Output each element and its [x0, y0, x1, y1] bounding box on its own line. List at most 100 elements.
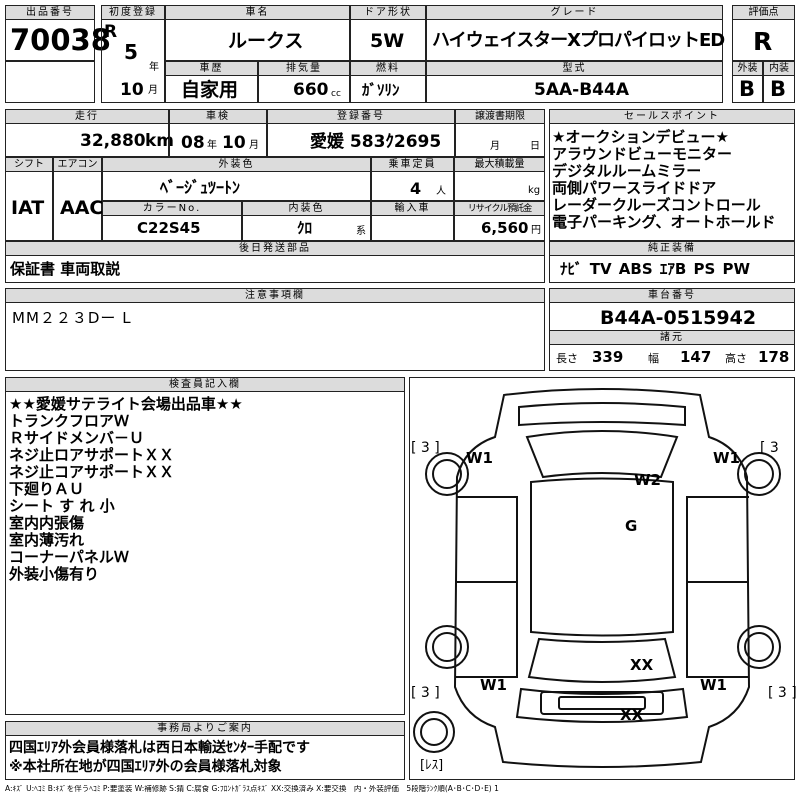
damage-mark: W1 — [466, 449, 493, 467]
inspector-label: 検査員記入欄 — [5, 377, 405, 392]
car-name-label: 車名 — [165, 5, 350, 20]
interior-color-suffix: 系 — [356, 226, 366, 237]
int-grade: B — [770, 77, 787, 101]
inspector-line: Ｒサイドメンバ－Ｕ — [9, 429, 145, 447]
wheel-front-right — [737, 452, 781, 496]
damage-mark: W1 — [700, 676, 727, 694]
mileage-unit: km — [145, 131, 175, 151]
color-no: C22S45 — [137, 219, 201, 237]
interior-color: ｸﾛ — [297, 219, 313, 237]
length-label: 長さ — [556, 352, 578, 365]
eval-label: 評価点 — [732, 5, 795, 20]
grade: ハイウェイスターXプロパイロットED — [432, 30, 725, 51]
rear-window — [527, 637, 677, 683]
sales-point: 電子パーキング、オートホールド — [552, 213, 776, 231]
spare-tire-note: [ﾚｽ] — [420, 758, 444, 773]
inspection-month: 10 — [222, 133, 246, 153]
spare-wheel — [413, 711, 455, 753]
color-no-label: カラーNo. — [102, 201, 242, 216]
history-label: 車歴 — [165, 61, 258, 76]
tire-depth: [ 3 ] — [768, 685, 797, 701]
inspector-line: トランクフロアＷ — [9, 412, 130, 430]
wheel-rear-left — [425, 625, 469, 669]
notes: MM２２３Dー L — [12, 309, 132, 327]
era: R — [104, 22, 118, 42]
displacement: 660 — [293, 80, 329, 100]
sales-point: アラウンドビューモニター — [552, 145, 733, 163]
damage-mark: G — [625, 517, 638, 535]
fuel-label: 燃料 — [350, 61, 426, 76]
inspection-year: 08 — [181, 133, 205, 153]
shipping-items: 保証書 車両取説 — [10, 260, 121, 278]
inspector-line: コーナーパネルＷ — [9, 548, 129, 566]
office-label: 事務局よりご案内 — [5, 721, 405, 736]
interior-color-label: 内装色 — [242, 201, 371, 216]
sales-point: 両側パワースライドドア — [552, 179, 717, 197]
wheel-front-left — [425, 452, 469, 496]
model-code: 5AA-B44A — [534, 80, 629, 100]
wheels — [413, 452, 781, 753]
capacity-unit: 人 — [436, 186, 446, 197]
reg-year: 5 — [124, 40, 138, 64]
wheel-rear-right — [737, 625, 781, 669]
color-label: 外装色 — [102, 157, 371, 172]
inspector-line: 室内薄汚れ — [9, 531, 85, 549]
inspector-line: ネジ止コアサポートＸＸ — [9, 463, 175, 481]
tire-depth: [ 3 ] — [411, 440, 440, 456]
ext-label: 外装 — [732, 61, 763, 76]
windshield — [525, 430, 679, 479]
chassis-label: 車台番号 — [549, 288, 795, 303]
sales-point: デジタルルームミラー — [552, 162, 702, 180]
blank-cell — [5, 61, 95, 103]
inspection-month-unit: 月 — [249, 140, 259, 151]
capacity: 4 — [410, 179, 422, 198]
load-label: 最大積載量 — [454, 157, 545, 172]
office-line: ※本社所在地が四国ｴﾘｱ外の会員様落札対象 — [9, 759, 282, 775]
transfer-day-unit: 日 — [530, 141, 540, 152]
chassis-number: B44A-0515942 — [600, 307, 757, 329]
inspection-year-unit: 年 — [207, 140, 217, 151]
damage-mark: W1 — [480, 676, 507, 694]
import-label: 輸入車 — [371, 201, 454, 216]
inspector-notes: ★★愛媛サテライト会場出品車★★ トランクフロアＷ Ｒサイドメンバ－Ｕ ネジ止ロ… — [9, 396, 243, 583]
damage-mark: XX — [630, 656, 654, 674]
sales-points-list: ★オークションデビュー★ アラウンドビューモニター デジタルルームミラー 両側パ… — [552, 129, 776, 231]
first-reg-label: 初度登録 — [101, 5, 165, 20]
ext-grade: B — [739, 77, 756, 101]
legend: A:ｷｽﾞ U:ﾍｺﾐ B:ｷｽﾞを伴うﾍｺﾐ P:要塗装 W:補修跡 S:錆 … — [5, 785, 499, 793]
transfer-label: 譲渡書期限 — [455, 109, 545, 124]
height-label: 高さ — [725, 352, 747, 365]
inspector-line: シート す れ 小 — [9, 497, 115, 515]
shift-label: シフト — [5, 157, 53, 172]
lot-number-label: 出品番号 — [5, 5, 95, 20]
office-line: 四国ｴﾘｱ外会員様落札は西日本輸送ｾﾝﾀｰ手配です — [9, 740, 310, 756]
inspector-line: ネジ止ロアサポートＸＸ — [9, 446, 175, 464]
length: 339 — [592, 348, 624, 366]
aircon-label: エアコン — [53, 157, 102, 172]
width: 147 — [680, 348, 712, 366]
inspector-line: 室内内張傷 — [9, 514, 85, 532]
fuel: ｶﾞｿﾘﾝ — [362, 81, 400, 99]
transfer-month-unit: 月 — [490, 141, 500, 152]
damage-mark: W2 — [634, 471, 661, 489]
door-label: ドア形状 — [350, 5, 426, 20]
recycle-unit: 円 — [531, 225, 541, 236]
recycle-fee: 6,560 — [481, 219, 529, 237]
sales-points-label: セールスポイント — [549, 109, 795, 124]
notes-label: 注意事項欄 — [5, 288, 545, 303]
door-type: 5W — [370, 30, 405, 52]
history: 自家用 — [181, 79, 239, 101]
model-label: 型式 — [426, 61, 723, 76]
shift: IAT — [11, 197, 45, 219]
body-outline — [453, 388, 751, 768]
damage-mark: W1 — [713, 449, 740, 467]
reg-month: 10 — [120, 80, 144, 100]
car-diagram — [413, 388, 781, 768]
sales-point: ★オークションデビュー★ — [552, 128, 729, 146]
dims-label: 諸元 — [549, 330, 795, 345]
car-name: ルークス — [228, 30, 304, 52]
tire-depth: [ 3 ] — [411, 685, 440, 701]
height: 178 — [758, 348, 790, 366]
sales-point: レーダークルーズコントロール — [552, 196, 761, 214]
roof — [530, 477, 674, 637]
